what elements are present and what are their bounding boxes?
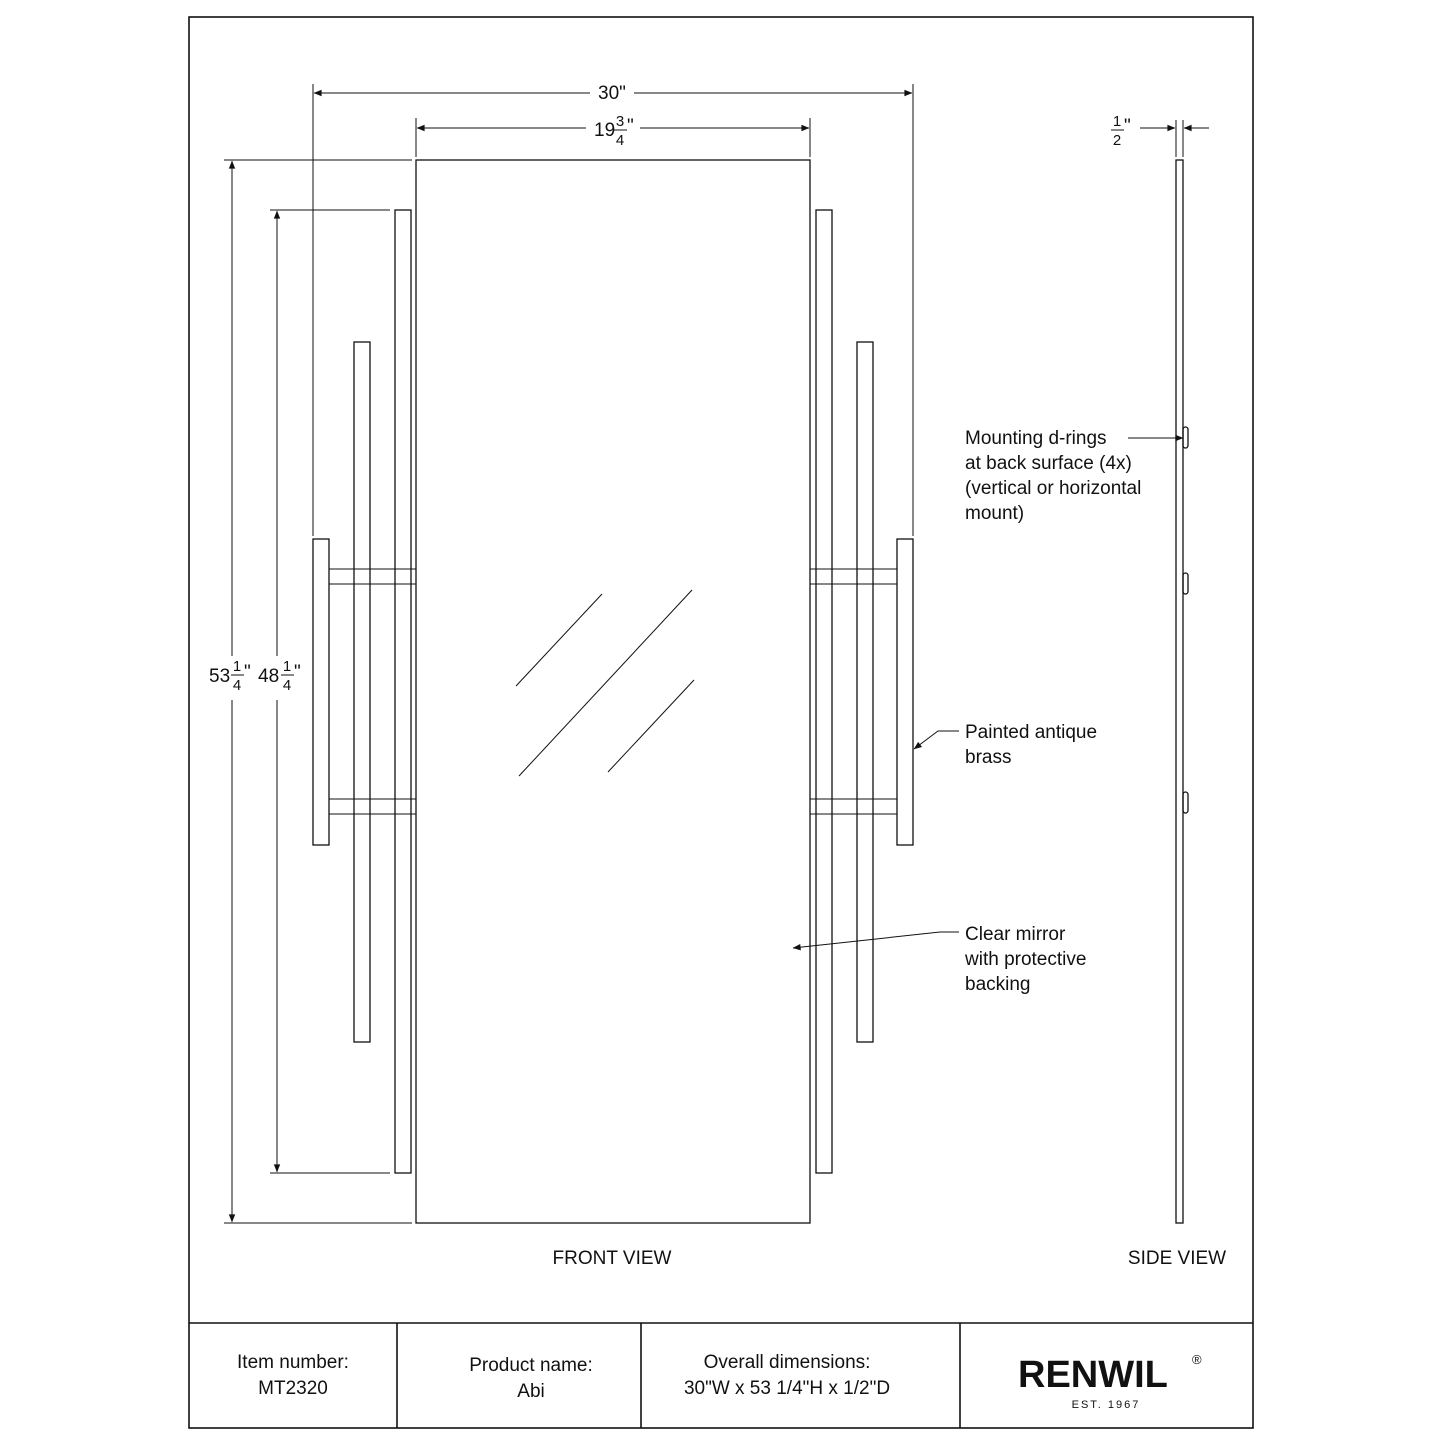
- svg-text:": ": [627, 116, 634, 137]
- brand-est: EST. 1967: [1072, 1399, 1141, 1411]
- overall-dimensions-label: Overall dimensions:: [704, 1352, 871, 1373]
- callout-d-rings-line-4: mount): [965, 503, 1024, 524]
- brand-registered-mark: ®: [1192, 1352, 1202, 1367]
- right-bar-long: [815, 209, 833, 1174]
- mirror-glare-line-1: [515, 593, 603, 687]
- callout-brass-line-1: Painted antique: [965, 722, 1097, 743]
- callout-d-rings: Mounting d-rings at back surface (4x) (v…: [965, 428, 1184, 524]
- front-view-label: FRONT VIEW: [553, 1248, 672, 1269]
- svg-text:": ": [1124, 116, 1131, 137]
- svg-text:1: 1: [1113, 113, 1121, 130]
- dim-overall-width-label: 30": [598, 83, 626, 104]
- mirror-glass: [415, 159, 811, 1224]
- titleblock: Item number: MT2320 Product name: Abi Ov…: [237, 1352, 1202, 1411]
- dim-bar-height-label: 48 1 4 ": [258, 658, 301, 694]
- overall-dimensions-value: 30"W x 53 1/4"H x 1/2"D: [684, 1378, 890, 1399]
- svg-text:1: 1: [233, 658, 241, 675]
- dim-overall-height-label: 53 1 4 ": [209, 658, 251, 694]
- d-ring-1: [1182, 426, 1189, 449]
- callout-d-rings-line-3: (vertical or horizontal: [965, 478, 1141, 499]
- callout-mirror-line-3: backing: [965, 974, 1031, 995]
- dim-mirror-width-label: 19 3 4 ": [594, 113, 634, 149]
- mirror-glare-line-3: [607, 679, 695, 773]
- svg-text:": ": [244, 662, 251, 683]
- left-bar-long: [394, 209, 412, 1174]
- d-ring-2: [1182, 572, 1189, 595]
- side-profile: [1175, 159, 1184, 1224]
- right-bar-medium: [856, 341, 874, 1043]
- svg-text:19: 19: [594, 120, 615, 141]
- svg-text:48: 48: [258, 666, 279, 687]
- callout-mirror-line-1: Clear mirror: [965, 924, 1066, 945]
- product-name-label: Product name:: [469, 1355, 593, 1376]
- leader-brass: [913, 730, 959, 750]
- callout-mirror-line-2: with protective: [964, 949, 1086, 970]
- item-number-value: MT2320: [258, 1378, 328, 1399]
- left-bar-short: [312, 538, 330, 846]
- d-ring-3: [1182, 791, 1189, 814]
- leader-mirror: [792, 931, 959, 951]
- side-view: 1 2 " SIDE VIEW: [1111, 113, 1226, 1269]
- side-view-label: SIDE VIEW: [1128, 1248, 1226, 1269]
- svg-text:4: 4: [616, 132, 624, 149]
- svg-text:": ": [294, 662, 301, 683]
- item-number-label: Item number:: [237, 1352, 349, 1373]
- product-name-value: Abi: [517, 1381, 544, 1402]
- svg-text:2: 2: [1113, 132, 1121, 149]
- svg-text:4: 4: [233, 677, 241, 694]
- svg-text:4: 4: [283, 677, 291, 694]
- callout-d-rings-line-2: at back surface (4x): [965, 453, 1132, 474]
- left-bar-medium: [353, 341, 371, 1043]
- svg-text:1: 1: [283, 658, 291, 675]
- dim-depth-label: 1 2 ": [1111, 113, 1131, 149]
- brand-wordmark: RENWIL: [1018, 1354, 1168, 1396]
- svg-text:3: 3: [616, 113, 624, 130]
- svg-text:53: 53: [209, 666, 230, 687]
- callout-mirror: Clear mirror with protective backing: [792, 924, 1086, 995]
- callout-brass-line-2: brass: [965, 747, 1011, 768]
- callout-brass: Painted antique brass: [913, 722, 1097, 768]
- sheet-border: [188, 16, 1254, 1429]
- right-bar-short: [896, 538, 914, 846]
- callout-d-rings-line-1: Mounting d-rings: [965, 428, 1107, 449]
- front-view: 30" 19 3 4 " 53 1 4 " 48: [209, 83, 914, 1269]
- renwil-logo: RENWIL ® EST. 1967: [1018, 1352, 1202, 1411]
- mirror-glare-line-2: [518, 589, 693, 777]
